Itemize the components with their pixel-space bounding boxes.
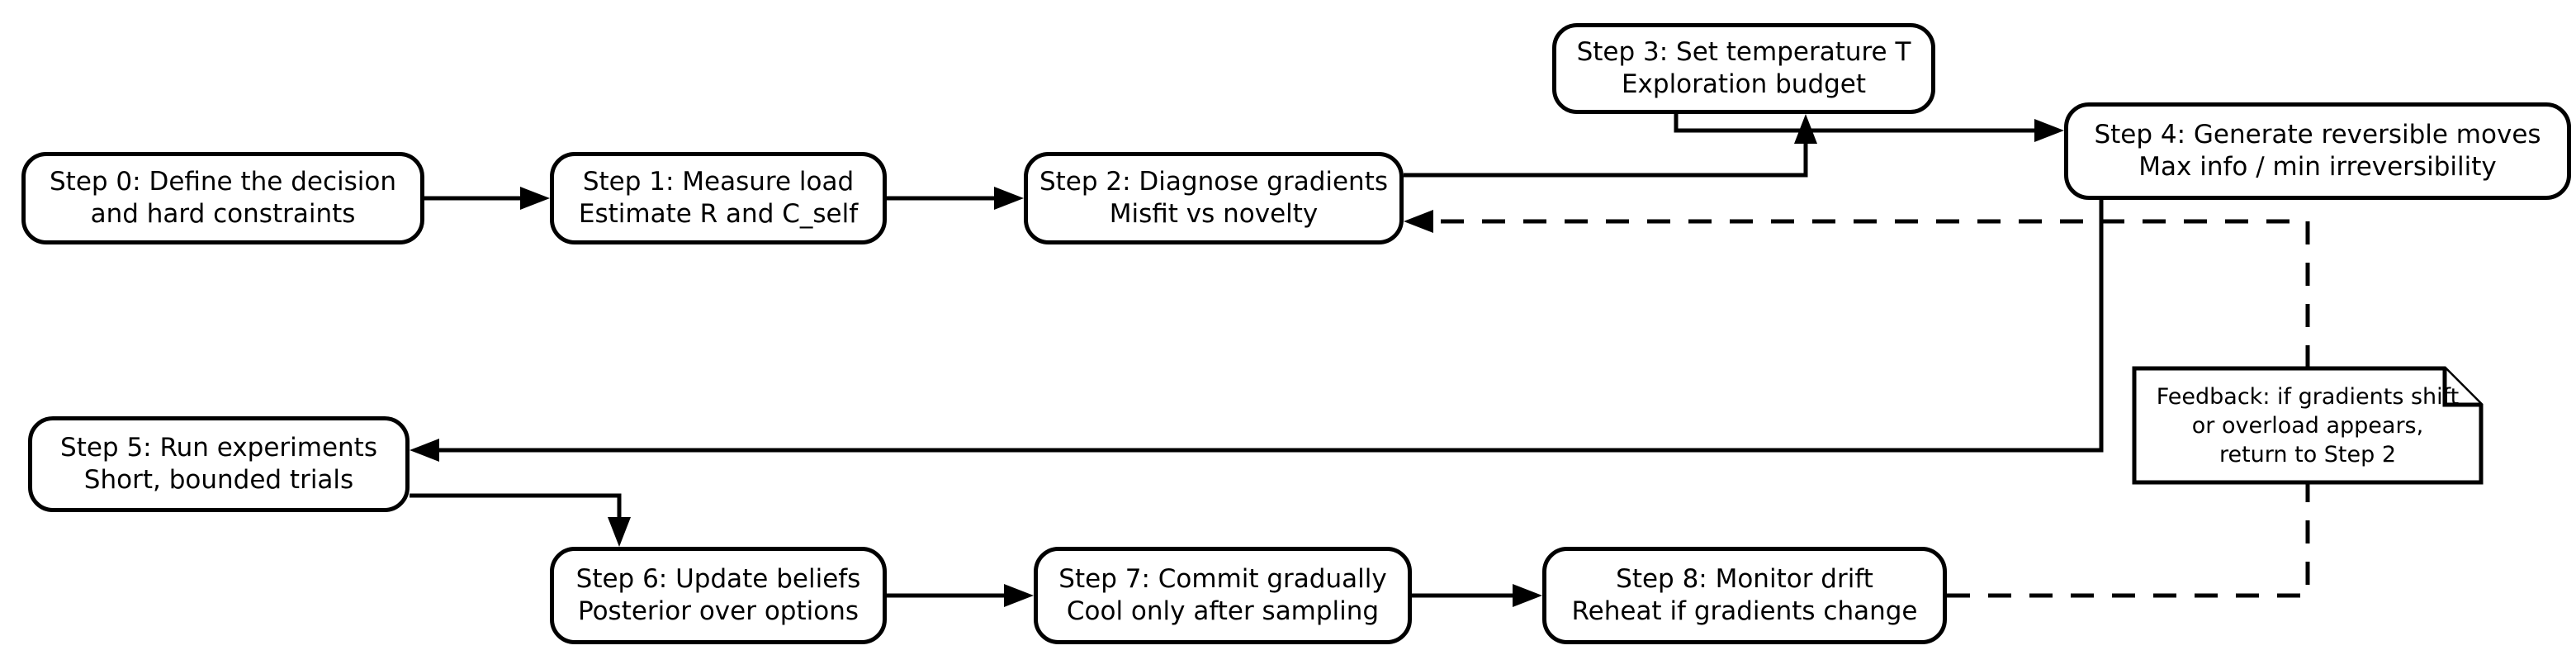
node-step4-line2: Max info / min irreversibility [2138, 152, 2497, 182]
feedback-note-shape [2132, 366, 2484, 485]
node-step5: Step 5: Run experiments Short, bounded t… [28, 416, 410, 512]
node-step7-line1: Step 7: Commit gradually [1058, 564, 1387, 594]
arrowhead-step4-step5 [410, 439, 439, 462]
node-step6-line1: Step 6: Update beliefs [575, 564, 861, 594]
node-step1-line1: Step 1: Measure load [582, 167, 855, 197]
arrowhead-step0-step1 [520, 187, 550, 210]
connector-feedback-step2 [1433, 219, 2310, 368]
node-step1: Step 1: Measure load Estimate R and C_se… [550, 152, 887, 244]
node-step3: Step 3: Set temperature T Exploration bu… [1552, 23, 1935, 114]
node-feedback-line1: Feedback: if gradients shift [2156, 383, 2460, 410]
arrowhead-step7-step8 [1513, 584, 1542, 607]
node-step0-line2: and hard constraints [90, 199, 356, 229]
node-step4: Step 4: Generate reversible moves Max in… [2064, 102, 2571, 200]
node-step2: Step 2: Diagnose gradients Misfit vs nov… [1024, 152, 1404, 244]
connector-step3-step4 [1674, 114, 2034, 133]
node-step0: Step 0: Define the decision and hard con… [21, 152, 424, 244]
node-step3-line1: Step 3: Set temperature T [1576, 37, 1911, 67]
node-step8-line1: Step 8: Monitor drift [1616, 564, 1873, 594]
arrowhead-step5-step6 [608, 517, 631, 547]
node-step2-line2: Misfit vs novelty [1109, 199, 1319, 229]
node-step6: Step 6: Update beliefs Posterior over op… [550, 547, 887, 644]
connector-step5-step6 [410, 493, 622, 517]
arrowhead-step6-step7 [1004, 584, 1034, 607]
connector-step2-step3 [1404, 144, 1808, 178]
node-feedback-line3: return to Step 2 [2218, 441, 2397, 468]
node-step7: Step 7: Commit gradually Cool only after… [1034, 547, 1412, 644]
node-feedback-note: Feedback: if gradients shift or overload… [2134, 368, 2481, 482]
node-step0-line1: Step 0: Define the decision [49, 167, 396, 197]
node-step5-line2: Short, bounded trials [83, 465, 354, 495]
node-step7-line2: Cool only after sampling [1066, 596, 1380, 626]
node-step1-line2: Estimate R and C_self [578, 199, 859, 229]
node-step2-line1: Step 2: Diagnose gradients [1039, 167, 1389, 197]
connector-step8-feedback [1947, 482, 2310, 598]
node-step8: Step 8: Monitor drift Reheat if gradient… [1542, 547, 1947, 644]
node-step8-line2: Reheat if gradients change [1571, 596, 1918, 626]
node-step4-line1: Step 4: Generate reversible moves [2094, 120, 2541, 150]
connector-step4-step5 [439, 200, 2104, 453]
arrowhead-feedback-step2 [1404, 210, 1433, 233]
arrowhead-step3-step4 [2034, 119, 2064, 142]
node-step5-line1: Step 5: Run experiments [60, 433, 377, 463]
node-step3-line2: Exploration budget [1621, 69, 1867, 99]
arrowhead-step1-step2 [994, 187, 1024, 210]
feedback-note-fold-icon [2442, 368, 2481, 407]
node-step6-line2: Posterior over options [577, 596, 859, 626]
node-feedback-line2: or overload appears, [2191, 412, 2424, 439]
